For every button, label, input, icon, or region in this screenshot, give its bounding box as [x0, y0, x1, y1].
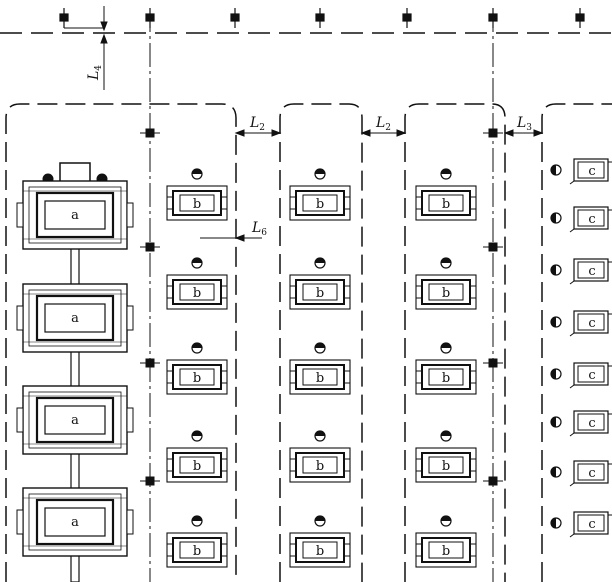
machine-c: c [550, 258, 612, 285]
machine-b: b [289, 257, 351, 310]
machine-b: b [289, 342, 351, 395]
machine-a: a [16, 385, 134, 455]
machines-b-group: b b b b b b b b b b b b b b b [166, 168, 477, 568]
bay-outline-b2 [404, 103, 506, 582]
dimension-l2-second [360, 129, 407, 137]
machine-c: c [550, 460, 612, 487]
machine-b: b [289, 430, 351, 483]
dimension-l3 [503, 129, 544, 137]
machine-b: b [289, 168, 351, 221]
machines-a-group: a a a a [16, 162, 134, 582]
dimension-l6 [200, 234, 262, 242]
machine-c-label: c [588, 368, 595, 383]
machine-c: c [550, 310, 612, 337]
machine-a-label: a [71, 515, 79, 530]
label-l2-first: L2 [249, 115, 265, 133]
machine-b-label: b [316, 371, 324, 386]
label-l4: L4 [86, 65, 104, 81]
machine-b: b [415, 515, 477, 568]
machine-b-label: b [316, 286, 324, 301]
machine-b-label: b [442, 371, 450, 386]
machine-b: b [415, 430, 477, 483]
machine-a-label: a [71, 413, 79, 428]
machine-b: b [166, 515, 228, 568]
inner-column-marks [140, 128, 503, 486]
machine-b-label: b [193, 286, 201, 301]
column-marks [59, 8, 585, 28]
label-l3: L3 [516, 115, 532, 133]
label-l2-second: L2 [375, 115, 391, 133]
machines-c-group: c c c c c c c c [550, 158, 612, 538]
machine-b-label: b [316, 197, 324, 212]
machine-b: b [415, 168, 477, 221]
machine-c-label: c [588, 212, 595, 227]
machine-b-label: b [193, 371, 201, 386]
machine-c-label: c [588, 164, 595, 179]
machine-b: b [166, 257, 228, 310]
machine-b: b [166, 168, 228, 221]
machine-b: b [415, 342, 477, 395]
machine-b-label: b [193, 544, 201, 559]
machine-b: b [166, 430, 228, 483]
machine-a-label: a [71, 311, 79, 326]
label-l6: L6 [251, 220, 267, 238]
bay-outline-b1 [279, 103, 363, 582]
machine-a-label: a [71, 208, 79, 223]
bay-outline-c [541, 103, 612, 582]
machine-c: c [550, 511, 612, 538]
machine-b: b [415, 257, 477, 310]
machine-c: c [550, 362, 612, 389]
machine-c: c [550, 410, 612, 437]
machine-c-label: c [588, 517, 595, 532]
machine-c-label: c [588, 466, 595, 481]
bay-outline-a [5, 103, 237, 582]
machine-c: c [550, 206, 612, 233]
machine-a: a [16, 283, 134, 353]
machine-b-label: b [316, 544, 324, 559]
machine-b-label: b [193, 459, 201, 474]
machine-b: b [289, 515, 351, 568]
machine-c-label: c [588, 264, 595, 279]
machine-b-label: b [442, 286, 450, 301]
machine-b-label: b [316, 459, 324, 474]
dimension-l2-first [234, 129, 282, 137]
machine-b: b [166, 342, 228, 395]
dimension-l4 [64, 6, 108, 90]
machine-b-label: b [193, 197, 201, 212]
machine-c: c [550, 158, 612, 185]
machine-b-label: b [442, 544, 450, 559]
machine-c-label: c [588, 316, 595, 331]
machine-a: a [16, 162, 134, 250]
machine-b-label: b [442, 459, 450, 474]
machine-c-label: c [588, 416, 595, 431]
machine-a: a [16, 487, 134, 557]
machine-b-label: b [442, 197, 450, 212]
